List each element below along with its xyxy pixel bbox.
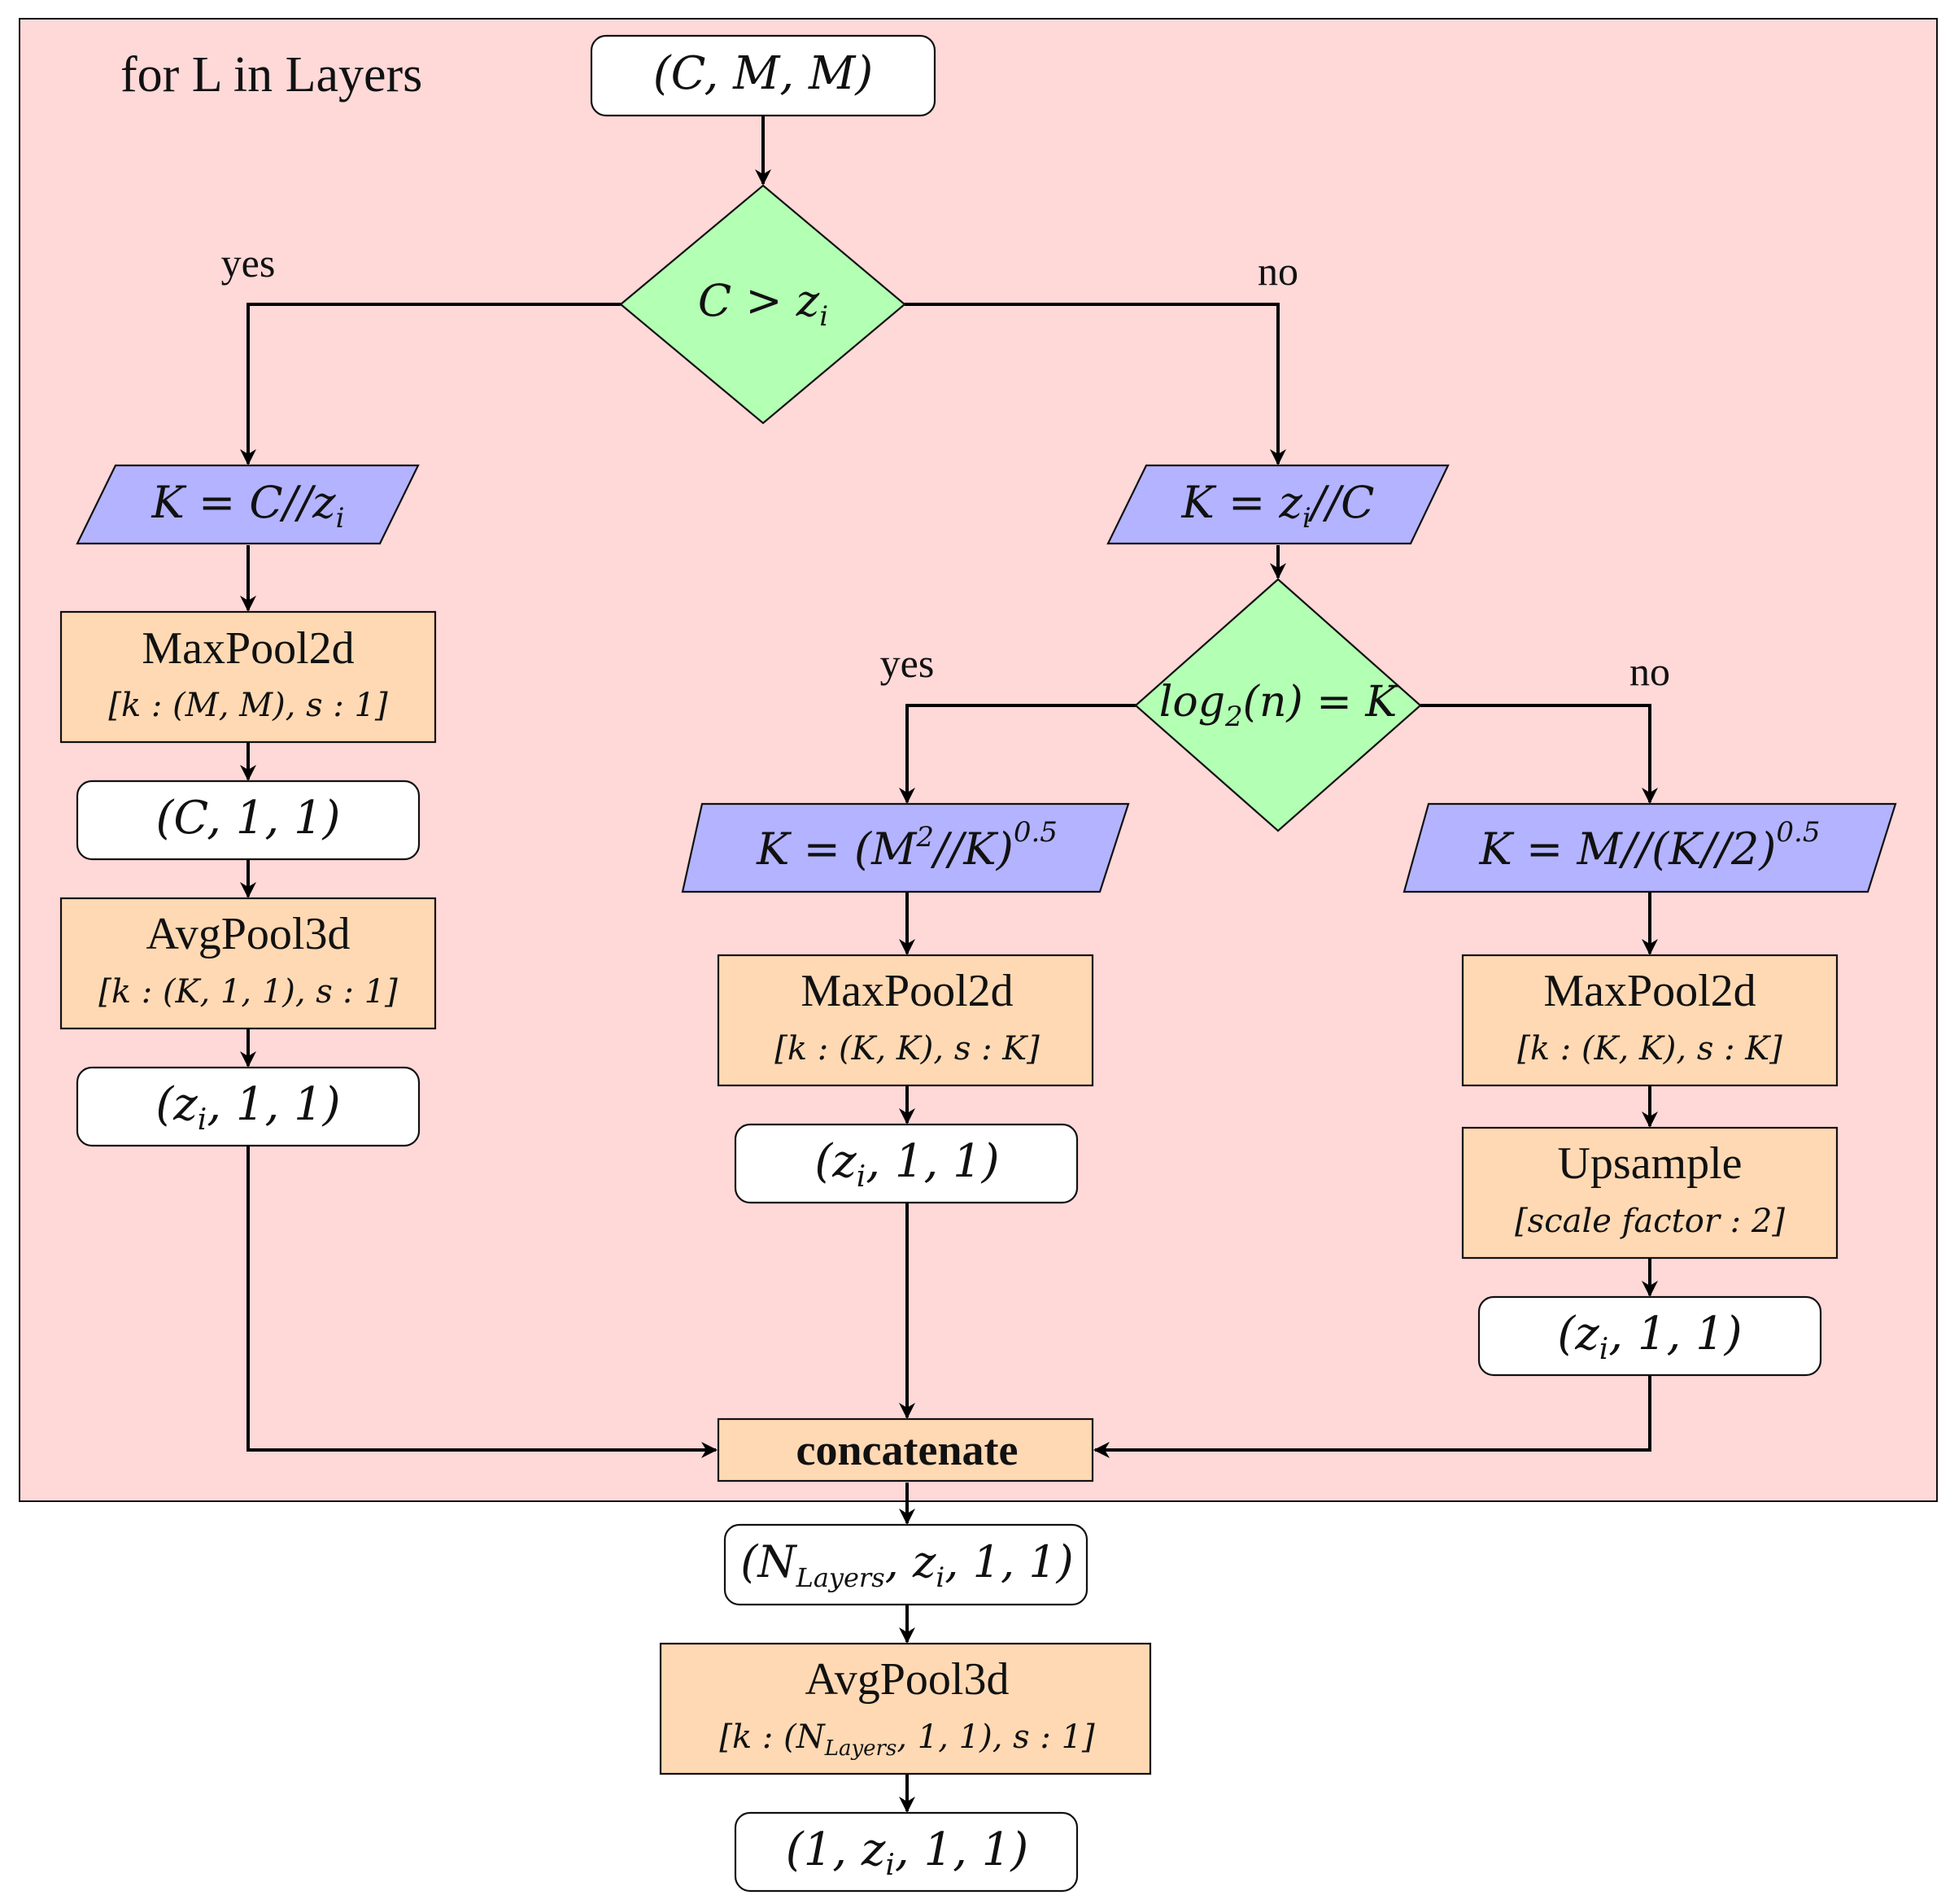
decision1-diamond	[619, 184, 906, 425]
far-k-label: K = M//(K//2)0.5	[1479, 816, 1821, 875]
mid-k-label: K = (M2//K)0.5	[756, 816, 1058, 875]
right-k-parallelogram	[1106, 464, 1450, 545]
left-k-label: K = C//zi	[151, 477, 345, 535]
decision2-no-label: no	[1629, 648, 1670, 694]
decision2-diamond	[1134, 578, 1422, 832]
far-maxpool-params: [k : (K, K), s : K]	[1517, 1030, 1782, 1068]
stack-node	[723, 1523, 1088, 1606]
loop-label: for L in Layers	[120, 47, 422, 103]
left-maxpool-title: MaxPool2d	[142, 623, 354, 674]
far-upsample-params: [scale factor : 2]	[1515, 1203, 1785, 1240]
right-k-label: K = zi//C	[1181, 477, 1375, 535]
decision1-no-label: no	[1258, 248, 1298, 294]
left-maxpool-params: [k : (M, M), s : 1]	[108, 687, 388, 724]
final-output-node	[734, 1811, 1079, 1893]
far-maxpool-box	[1461, 954, 1839, 1087]
left-avgpool-box	[59, 897, 437, 1030]
final-avgpool-title: AvgPool3d	[805, 1654, 1010, 1705]
edge-far-out-concat	[1093, 1375, 1651, 1458]
far-maxpool-title: MaxPool2d	[1543, 966, 1756, 1016]
edge-decision2-no	[1420, 704, 1658, 804]
mid-k-parallelogram	[681, 802, 1130, 893]
decision2-label: log2(n) = K	[1159, 678, 1400, 733]
far-out-node	[1477, 1295, 1822, 1377]
far-k-parallelogram	[1403, 802, 1897, 893]
left-out2-label: (zi, 1, 1)	[155, 1078, 340, 1137]
stack-label: (NLayers, zi, 1, 1)	[740, 1536, 1074, 1594]
mid-out-node	[734, 1123, 1079, 1204]
edge-decision2-yes	[899, 704, 1136, 804]
left-out1-node	[76, 780, 421, 861]
far-out-label: (zi, 1, 1)	[1557, 1308, 1742, 1366]
left-k-parallelogram	[76, 464, 420, 545]
edge-decision1-no	[905, 303, 1286, 465]
edge-decision1-yes	[240, 303, 621, 465]
final-avgpool-box	[659, 1642, 1152, 1775]
far-upsample-box	[1461, 1126, 1839, 1260]
decision2-yes-label: yes	[880, 640, 935, 686]
left-out2-node	[76, 1066, 421, 1147]
decision1-yes-label: yes	[221, 240, 276, 286]
input-label: (C, M, M)	[653, 47, 873, 100]
mid-maxpool-params: [k : (K, K), s : K]	[774, 1030, 1040, 1068]
concat-label: concatenate	[796, 1426, 1019, 1474]
left-avgpool-title: AvgPool3d	[146, 909, 351, 959]
input-node	[590, 34, 936, 117]
edges	[240, 116, 1658, 1813]
left-maxpool-box	[59, 610, 437, 744]
edge-left-out2-concat	[246, 1146, 718, 1458]
final-avgpool-params: [k : (NLayers, 1, 1), s : 1]	[719, 1718, 1095, 1761]
left-out1-label: (C, 1, 1)	[155, 792, 340, 845]
final-output-label: (1, zi, 1, 1)	[786, 1823, 1028, 1882]
far-upsample-title: Upsample	[1557, 1138, 1742, 1189]
decision1-label: C > zi	[698, 275, 828, 333]
mid-out-label: (zi, 1, 1)	[814, 1135, 999, 1194]
mid-maxpool-title: MaxPool2d	[801, 966, 1013, 1016]
mid-maxpool-box	[717, 954, 1094, 1087]
concat-box	[717, 1417, 1094, 1483]
left-avgpool-params: [k : (K, 1, 1), s : 1]	[98, 973, 398, 1011]
